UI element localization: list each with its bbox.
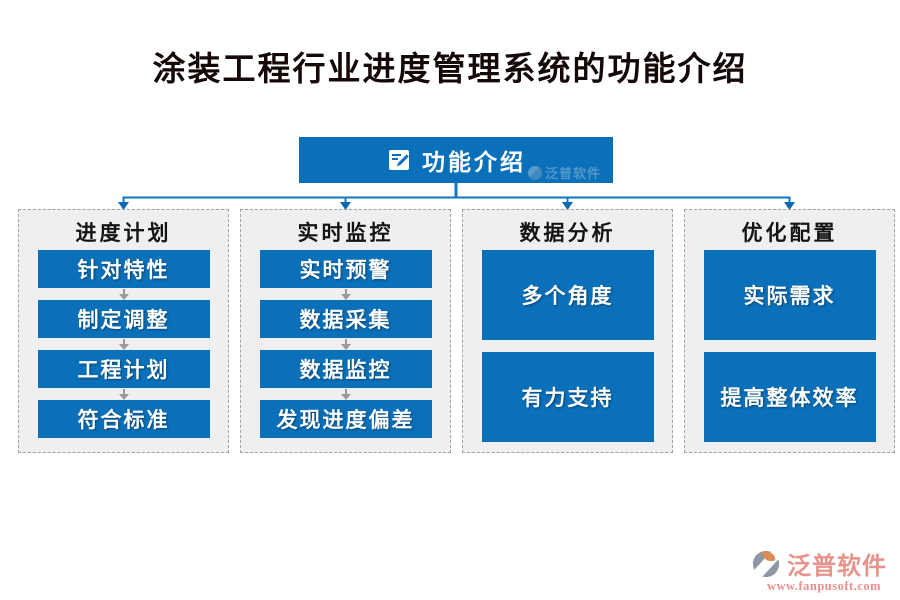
panel-data-analysis: 数据分析 多个角度 有力支持 [462,209,673,453]
brand-footer: 泛普软件 www.fanpusoft.com [750,546,898,594]
down-arrow-icon [19,288,228,300]
panel-title: 实时监控 [297,220,394,245]
down-arrow-icon [241,388,450,400]
feature-box: 发现进度偏差 [259,400,432,438]
feature-box: 制定调整 [37,300,210,338]
down-arrow-icon [241,288,450,300]
feature-box: 数据监控 [259,350,432,388]
feature-box: 有力支持 [481,352,654,442]
feature-box: 针对特性 [37,250,210,288]
brand-name: 泛普软件 [787,554,887,580]
box-gap [463,340,672,352]
box-gap [685,340,894,352]
feature-box: 实时预警 [259,250,432,288]
panel-progress-plan: 进度计划 针对特性 制定调整 工程计划 符合标准 [18,209,229,453]
down-arrow-icon [19,388,228,400]
watermark-brand-text: 泛普软件 [544,166,601,181]
panel-title: 数据分析 [519,220,616,245]
connector-lines [118,183,795,210]
edit-document-icon [386,147,412,173]
fanpu-logo-icon [750,548,782,580]
feature-box: 提高整体效率 [703,352,876,442]
panel-title: 优化配置 [741,220,838,245]
panel-optimization-config: 优化配置 实际需求 提高整体效率 [684,209,895,453]
panel-title: 进度计划 [75,220,172,245]
brand-url: www.fanpusoft.com [766,579,882,593]
feature-box: 工程计划 [37,350,210,388]
feature-box: 数据采集 [259,300,432,338]
page-title: 涂装工程行业进度管理系统的功能介绍 [152,52,748,88]
watermark-logo-icon [527,165,542,180]
down-arrow-icon [241,338,450,350]
feature-box: 实际需求 [703,250,876,340]
feature-box: 符合标准 [37,400,210,438]
function-intro-node: 功能介绍 泛普软件 [299,137,613,183]
feature-box: 多个角度 [481,250,654,340]
panel-realtime-monitoring: 实时监控 实时预警 数据采集 数据监控 发现进度偏差 [240,209,451,453]
function-intro-label: 功能介绍 [422,150,526,175]
header-watermark: 泛普软件 [527,163,601,182]
down-arrow-icon [19,338,228,350]
